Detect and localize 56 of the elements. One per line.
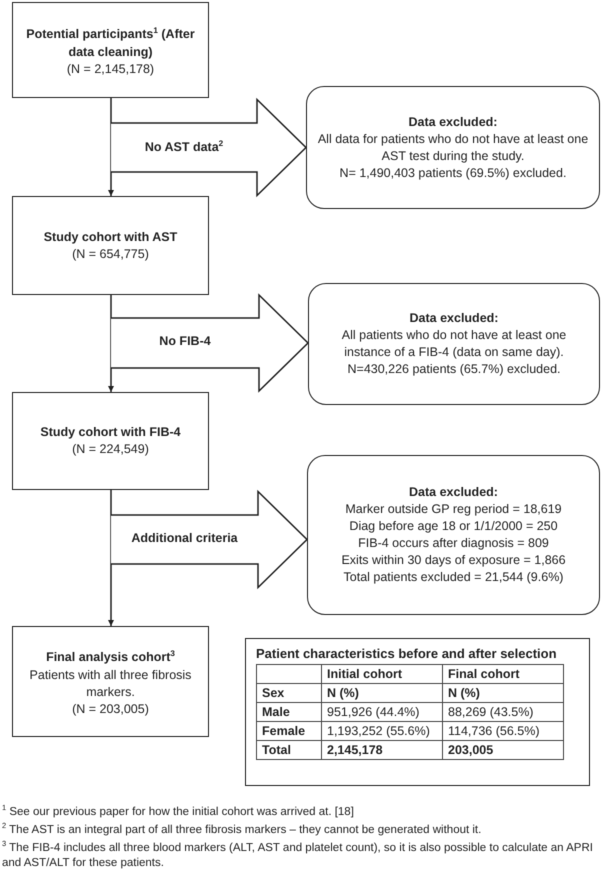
- box-heading: Data excluded:: [410, 310, 498, 327]
- box-text: Total patients excluded = 21,544 (9.6%): [344, 569, 564, 586]
- box-text: (N = 203,005): [72, 700, 149, 718]
- box-heading: Potential participants$^{1}$ (After data cleaning): [25, 25, 196, 61]
- table-cell: Male: [256, 702, 322, 722]
- block-arrow: [110, 98, 308, 198]
- process-box: [12, 392, 209, 490]
- table-title: Patient characteristics before and after selection: [256, 645, 557, 662]
- arrow: [108, 490, 114, 626]
- box-heading: Data excluded:: [408, 114, 498, 130]
- block-arrow: [110, 490, 308, 590]
- arrow: [108, 295, 114, 392]
- table-cell: N (%): [442, 684, 564, 702]
- table-cell: 1,193,252 (55.6%): [322, 722, 442, 740]
- box-text: All data for patients who do not have at least one AST test during the study.: [316, 130, 590, 164]
- table-cell: 114,736 (56.5%): [442, 722, 564, 740]
- exclusion-box: [306, 86, 600, 209]
- box-text: (N = 224,549): [72, 441, 149, 458]
- box-heading: Study cohort with FIB-4: [40, 424, 181, 441]
- table-cell: Sex: [256, 684, 322, 702]
- block-arrow: [110, 293, 310, 393]
- footnote: $^{1}$ See our previous paper for how the initial cohort was arrived at. [18]: [2, 802, 355, 820]
- table-cell: N (%): [322, 684, 442, 702]
- edge-label: No FIB-4: [158, 334, 212, 348]
- box-heading: Data excluded:: [409, 484, 498, 501]
- table-cell: 88,269 (43.5%): [442, 702, 564, 722]
- table-cell: Female: [256, 722, 322, 740]
- box-heading: Study cohort with AST: [44, 228, 178, 246]
- exclusion-box: [307, 455, 600, 615]
- box-text: Marker outside GP reg period = 18,619: [345, 501, 562, 518]
- table-cell: Final cohort: [442, 664, 564, 684]
- box-text: Exits within 30 days of exposure = 1,866: [341, 552, 566, 569]
- table-panel: [245, 638, 590, 786]
- table-cell: Total: [256, 740, 322, 760]
- arrow: [108, 98, 114, 196]
- table-cell: 2,145,178: [322, 740, 442, 760]
- box-text: FIB-4 occurs after diagnosis = 809: [358, 535, 549, 552]
- box-text: (N = 654,775): [72, 246, 149, 262]
- table-cell: 951,926 (44.4%): [322, 702, 442, 722]
- footnote: $^{2}$ The AST is an integral part of all three fibrosis markers – they cannot be generated without it.: [2, 820, 482, 838]
- process-box: [12, 626, 209, 737]
- box-text: N= 1,490,403 patients (69.5%) excluded.: [340, 164, 566, 182]
- box-text: Patients with all three fibrosis markers.: [28, 666, 192, 701]
- box-text: All patients who do not have at least one instance of a FIB-4 (data on same day).: [340, 327, 568, 361]
- exclusion-box: [308, 283, 600, 405]
- table-cell: 203,005: [442, 740, 564, 760]
- table-cell: Initial cohort: [322, 664, 442, 684]
- edge-label: Additional criteria: [130, 530, 239, 544]
- edge-label: No AST data$^{2}$: [144, 138, 224, 154]
- box-text: (N = 2,145,178): [66, 60, 154, 78]
- footnote: $^{3}$ The FIB-4 includes all three blood markers (ALT, AST and platelet count), so it is also possible to calculate an APRI and AST/ALT for these patients.: [2, 838, 594, 871]
- process-box: [12, 2, 209, 98]
- box-text: N=430,226 patients (65.7%) excluded.: [348, 361, 560, 378]
- process-box: [12, 196, 209, 295]
- box-text: Diag before age 18 or 1/1/2000 = 250: [349, 518, 558, 535]
- box-heading: Final analysis cohort$^{3}$: [46, 648, 175, 667]
